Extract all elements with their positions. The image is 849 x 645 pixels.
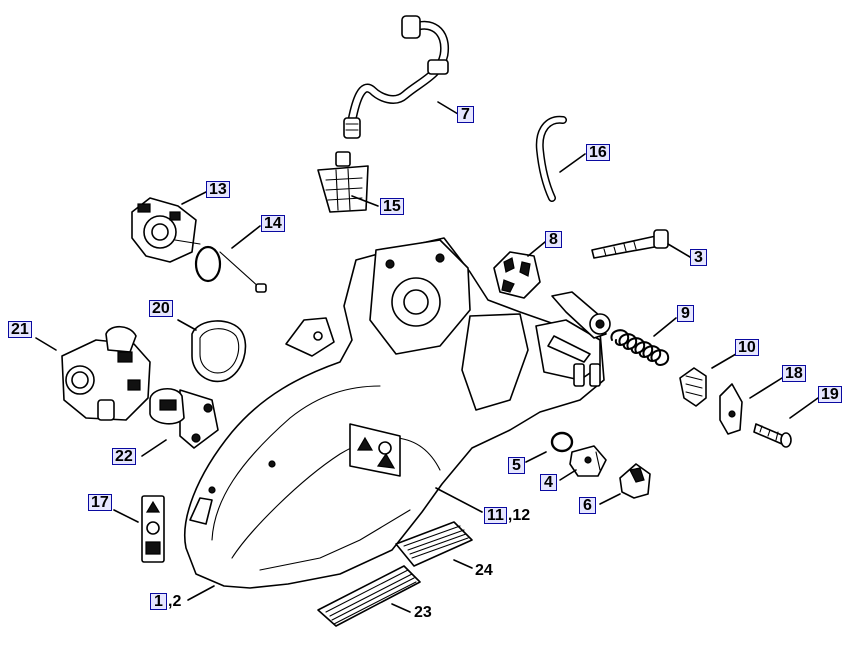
- o-ring-part-5: [550, 431, 574, 453]
- fuel-hose-part-7: [343, 15, 450, 139]
- callout-11-suffix: ,12: [507, 507, 531, 524]
- callout-13[interactable]: 13: [206, 181, 230, 198]
- callout-23[interactable]: 23: [414, 605, 432, 621]
- callout-19[interactable]: 19: [818, 386, 842, 403]
- callout-8[interactable]: 8: [545, 231, 562, 248]
- callout-15-number[interactable]: 15: [380, 198, 404, 215]
- carburetor-part-21: [61, 325, 151, 421]
- pad-part-24: [395, 521, 473, 567]
- callout-10[interactable]: 10: [735, 339, 759, 356]
- callout-1-number[interactable]: 1: [150, 593, 167, 610]
- callout-21[interactable]: 21: [8, 321, 32, 338]
- cap-part-10: [679, 367, 707, 407]
- callout-1-suffix: ,2: [168, 593, 182, 610]
- plate-part-18: [719, 383, 743, 435]
- bolt-part-3: [591, 229, 669, 259]
- callout-17[interactable]: 17: [88, 494, 112, 511]
- callout-23-number[interactable]: 23: [414, 604, 432, 621]
- callout-20[interactable]: 20: [149, 300, 173, 317]
- callout-3[interactable]: 3: [690, 249, 707, 266]
- callout-14[interactable]: 14: [261, 215, 285, 232]
- buffer-part-8: [493, 251, 541, 299]
- screw-part-19: [753, 423, 792, 448]
- callout-18[interactable]: 18: [782, 365, 806, 382]
- callout-24[interactable]: 24: [475, 563, 493, 579]
- callout-18-number[interactable]: 18: [782, 365, 806, 382]
- crankcase-housing-part-1-2: [184, 237, 605, 589]
- callout-5-number[interactable]: 5: [508, 457, 525, 474]
- callout-22-number[interactable]: 22: [112, 448, 136, 465]
- callout-14-number[interactable]: 14: [261, 215, 285, 232]
- callout-5[interactable]: 5: [508, 457, 525, 474]
- callout-21-number[interactable]: 21: [8, 321, 32, 338]
- callout-7-number[interactable]: 7: [457, 106, 474, 123]
- callout-19-number[interactable]: 19: [818, 386, 842, 403]
- callout-1-2[interactable]: 1,2: [150, 593, 181, 610]
- o-ring-part-14: [194, 245, 267, 293]
- callout-6[interactable]: 6: [579, 497, 596, 514]
- callout-3-number[interactable]: 3: [690, 249, 707, 266]
- callout-16[interactable]: 16: [586, 144, 610, 161]
- callout-8-number[interactable]: 8: [545, 231, 562, 248]
- callout-11-12[interactable]: 11,12: [484, 507, 530, 524]
- leader-lines: [35, 101, 819, 613]
- warning-label-part-17: [141, 495, 165, 563]
- callout-16-number[interactable]: 16: [586, 144, 610, 161]
- callout-20-number[interactable]: 20: [149, 300, 173, 317]
- callout-9-number[interactable]: 9: [677, 305, 694, 322]
- oil-pump-part-13: [131, 197, 201, 263]
- callout-13-number[interactable]: 13: [206, 181, 230, 198]
- callout-11-number[interactable]: 11: [484, 507, 507, 524]
- tensioner-part-9b: [551, 291, 611, 339]
- intake-manifold-part-22: [149, 388, 219, 449]
- valve-part-4: [569, 445, 607, 477]
- callout-17-number[interactable]: 17: [88, 494, 112, 511]
- callout-6-number[interactable]: 6: [579, 497, 596, 514]
- callout-15[interactable]: 15: [380, 198, 404, 215]
- callout-9[interactable]: 9: [677, 305, 694, 322]
- callout-4-number[interactable]: 4: [540, 474, 557, 491]
- spring-part-9: [610, 329, 670, 366]
- callout-4[interactable]: 4: [540, 474, 557, 491]
- cap-part-6: [619, 463, 651, 499]
- callout-10-number[interactable]: 10: [735, 339, 759, 356]
- fuel-filter-part-15: [317, 151, 369, 213]
- callout-7[interactable]: 7: [457, 106, 474, 123]
- gasket-part-20: [191, 320, 247, 383]
- callout-24-number[interactable]: 24: [475, 562, 493, 579]
- pad-part-23: [317, 565, 421, 627]
- callout-22[interactable]: 22: [112, 448, 136, 465]
